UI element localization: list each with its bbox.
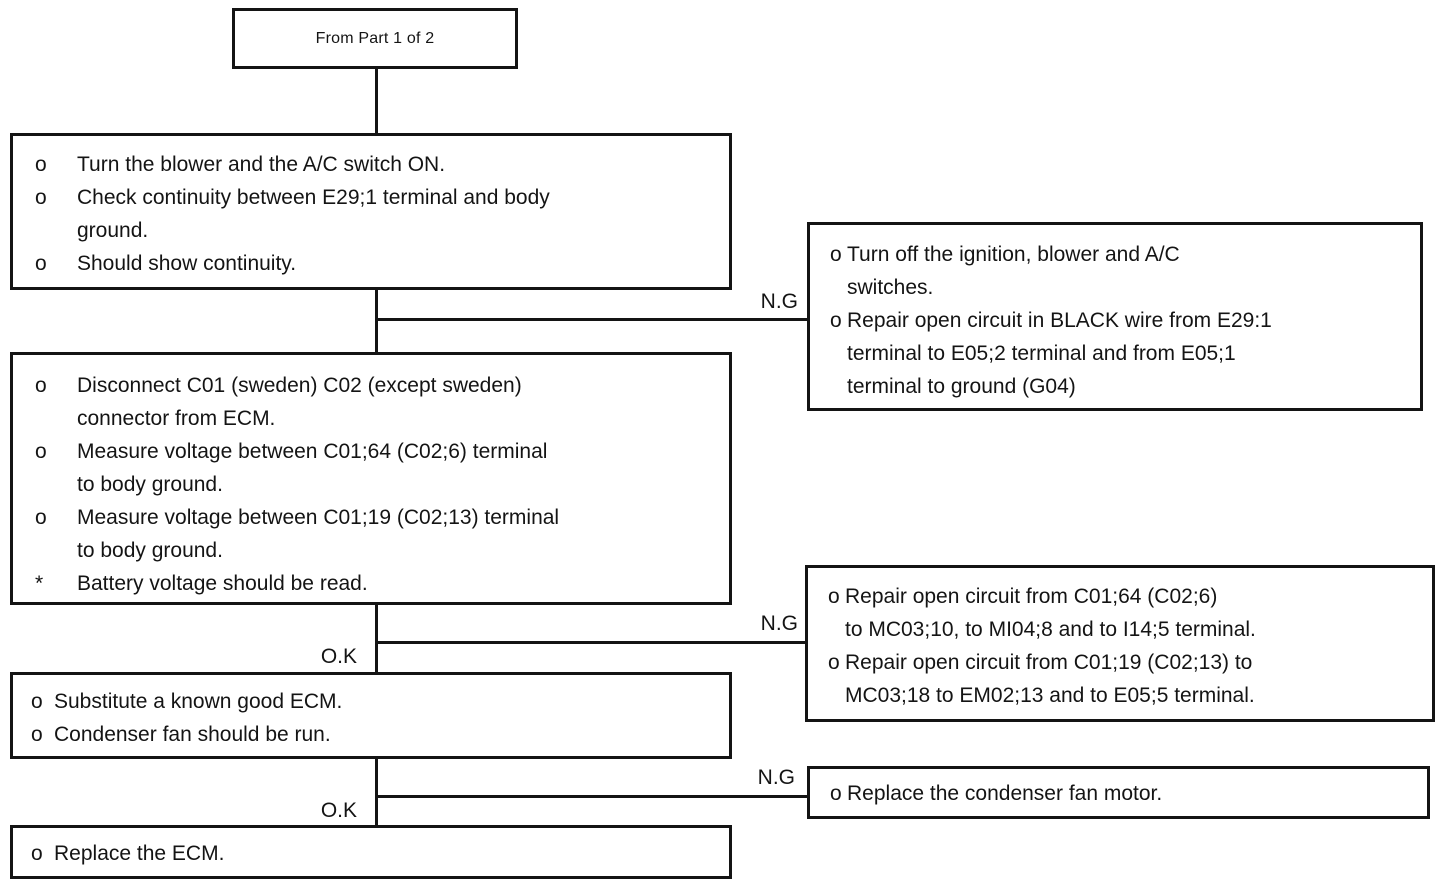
bullet: o xyxy=(31,690,43,713)
bullet: o xyxy=(31,842,43,865)
step-line: o Repair open circuit in BLACK wire from… xyxy=(830,304,1412,403)
step4-box: o Replace the ECM. xyxy=(10,825,732,879)
connector-step3-to-step4 xyxy=(375,759,378,825)
step-text: Repair open circuit from C01;19 (C02;13)… xyxy=(845,651,1255,707)
bullet: o xyxy=(35,186,47,209)
bullet: o xyxy=(828,585,840,608)
ng2-box: o Repair open circuit from C01;64 (C02;6… xyxy=(805,565,1435,722)
step-line: o Should show continuity. xyxy=(33,247,721,280)
ng1-box: o Turn off the ignition, blower and A/C … xyxy=(807,222,1423,411)
step-text: Measure voltage between C01;19 (C02;13) … xyxy=(77,506,560,562)
step-text: Turn off the ignition, blower and A/C sw… xyxy=(847,243,1180,299)
step-text: Check continuity between E29;1 terminal … xyxy=(77,186,550,242)
step1-box: o Turn the blower and the A/C switch ON.… xyxy=(10,133,732,290)
connector-step2-to-step3 xyxy=(375,605,378,673)
bullet: o xyxy=(830,309,842,332)
bullet: o xyxy=(35,252,47,275)
branch-line-ng3 xyxy=(377,795,807,798)
step-text: Repair open circuit in BLACK wire from E… xyxy=(847,309,1272,398)
bullet: o xyxy=(35,153,47,176)
ng3-box: o Replace the condenser fan motor. xyxy=(807,766,1430,819)
connector-step1-to-step2 xyxy=(375,290,378,353)
step-line: o Check continuity between E29;1 termina… xyxy=(33,181,721,247)
start-box-label: From Part 1 of 2 xyxy=(315,29,435,47)
bullet: o xyxy=(828,651,840,674)
ng-label-2: N.G xyxy=(760,612,798,635)
ng-label-1: N.G xyxy=(760,290,798,313)
step-line: o Disconnect C01 (sweden) C02 (except sw… xyxy=(33,369,721,435)
bullet: o xyxy=(830,243,842,266)
step-text: Disconnect C01 (sweden) C02 (except swed… xyxy=(77,374,522,430)
ok-label-1: O.K xyxy=(320,645,357,668)
step3-box: o Substitute a known good ECM. o Condens… xyxy=(10,672,732,759)
step-line: o Measure voltage between C01;19 (C02;13… xyxy=(33,501,721,567)
step-line: * Battery voltage should be read. xyxy=(33,567,721,600)
bullet: o xyxy=(830,782,842,805)
branch-line-ng1 xyxy=(377,318,807,321)
bullet: o xyxy=(35,374,47,397)
step-line: o Substitute a known good ECM. xyxy=(31,685,721,718)
start-box: From Part 1 of 2 xyxy=(232,8,518,69)
ng-label-3: N.G xyxy=(757,766,795,789)
step-line: o Replace the condenser fan motor. xyxy=(830,777,1419,810)
step-line: o Measure voltage between C01;64 (C02;6)… xyxy=(33,435,721,501)
step-line: o Condenser fan should be run. xyxy=(31,718,721,751)
step-text: Replace the condenser fan motor. xyxy=(847,782,1163,805)
step-text: Turn the blower and the A/C switch ON. xyxy=(77,153,446,176)
branch-line-ng2 xyxy=(377,641,805,644)
step-line: o Repair open circuit from C01;64 (C02;6… xyxy=(828,580,1424,646)
step-line: o Turn the blower and the A/C switch ON. xyxy=(33,148,721,181)
step2-box: o Disconnect C01 (sweden) C02 (except sw… xyxy=(10,352,732,605)
bullet: o xyxy=(35,440,47,463)
step-text: Should show continuity. xyxy=(77,252,297,275)
step-line: o Repair open circuit from C01;19 (C02;1… xyxy=(828,646,1424,712)
step-text: Condenser fan should be run. xyxy=(54,723,331,746)
connector-start-to-step1 xyxy=(375,69,378,134)
step-text: Repair open circuit from C01;64 (C02;6) … xyxy=(845,585,1256,641)
step-text: Replace the ECM. xyxy=(54,842,225,865)
bullet: o xyxy=(31,723,43,746)
bullet: * xyxy=(35,572,44,595)
step-text: Measure voltage between C01;64 (C02;6) t… xyxy=(77,440,548,496)
ok-label-2: O.K xyxy=(320,799,357,822)
step-line: o Replace the ECM. xyxy=(31,837,721,870)
step-text: Battery voltage should be read. xyxy=(77,572,368,595)
step-line: o Turn off the ignition, blower and A/C … xyxy=(830,238,1412,304)
step-text: Substitute a known good ECM. xyxy=(54,690,343,713)
bullet: o xyxy=(35,506,47,529)
